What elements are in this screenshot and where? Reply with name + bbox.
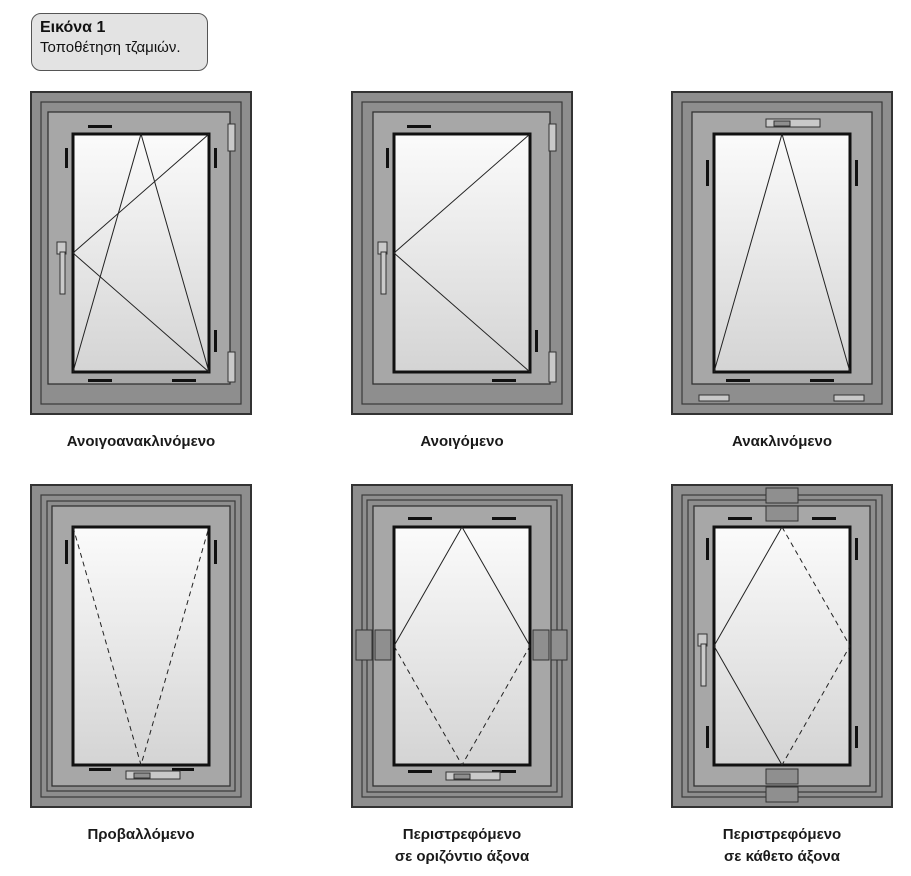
gasket-slot — [706, 538, 709, 560]
frame-inner-edge — [361, 101, 563, 405]
handle-lever-icon — [380, 251, 387, 295]
label-horizontal-pivot-line1: Περιστρεφόμενο — [403, 826, 521, 843]
gasket-slot — [706, 160, 709, 186]
gasket-slot — [492, 517, 516, 520]
window-side-hung — [351, 91, 573, 415]
handle-icon — [125, 770, 181, 780]
opening-lines — [393, 133, 531, 373]
gasket-slot — [855, 726, 858, 748]
hinge — [227, 123, 236, 152]
gasket-slot — [855, 160, 858, 186]
window-vertical-pivot — [671, 484, 893, 808]
label-bottom-hung: Ανακλινόμενο — [732, 433, 832, 450]
opening-lines — [72, 132, 210, 373]
pivot-hinge — [765, 487, 799, 504]
gasket-slot — [408, 770, 432, 773]
handle-lever-icon — [59, 251, 66, 295]
gasket-slot — [407, 125, 431, 128]
window-top-hung — [30, 484, 252, 808]
pivot-hinge — [550, 629, 568, 661]
window-bottom-hung — [671, 91, 893, 415]
pivot-hinge — [765, 768, 799, 785]
gasket-slot — [214, 540, 217, 564]
gasket-slot — [386, 148, 389, 168]
hinge — [548, 123, 557, 152]
label-horizontal-pivot-line2: σε οριζόντιο άξονα — [395, 848, 530, 865]
handle-lever-icon — [700, 643, 707, 687]
handle-icon — [445, 771, 501, 781]
gasket-slot — [214, 330, 217, 352]
opening-lines — [393, 525, 531, 767]
glass-pane — [712, 132, 852, 374]
gasket-slot — [65, 148, 68, 168]
label-tilt-turn: Ανοιγοανακλινόμενο — [67, 433, 215, 450]
glass-pane — [392, 132, 532, 374]
gasket-slot — [172, 379, 196, 382]
hinge — [833, 394, 865, 402]
label-top-hung: Προβαλλόμενο — [87, 826, 194, 843]
frame-inner-edge — [46, 500, 236, 792]
handle-grip — [133, 772, 151, 779]
hinge — [698, 394, 730, 402]
glass-pane — [71, 525, 211, 767]
glass-pane — [71, 132, 211, 374]
glass-pane — [712, 525, 852, 767]
hinge — [227, 351, 236, 383]
gasket-slot — [492, 379, 516, 382]
gasket-slot — [88, 125, 112, 128]
pivot-hinge — [765, 505, 799, 522]
figure-title: Εικόνα 1 — [40, 19, 106, 36]
gasket-slot — [810, 379, 834, 382]
pivot-hinge — [532, 629, 550, 661]
gasket-slot — [706, 726, 709, 748]
glass-pane — [392, 525, 532, 767]
gasket-slot — [172, 768, 194, 771]
gasket-slot — [492, 770, 516, 773]
gasket-slot — [408, 517, 432, 520]
gasket-slot — [214, 148, 217, 168]
gasket-slot — [855, 538, 858, 560]
gasket-slot — [535, 330, 538, 352]
handle-grip — [453, 773, 471, 780]
gasket-slot — [65, 540, 68, 564]
window-horizontal-pivot — [351, 484, 573, 808]
gasket-slot — [88, 379, 112, 382]
opening-lines — [713, 526, 851, 766]
opening-lines — [713, 132, 851, 373]
pivot-hinge — [374, 629, 392, 661]
gasket-slot — [812, 517, 836, 520]
frame-inner-edge — [40, 101, 242, 405]
window-tilt-turn — [30, 91, 252, 415]
pivot-hinge — [355, 629, 373, 661]
frame-inner-edge — [681, 101, 883, 405]
label-side-hung: Ανοιγόμενο — [420, 433, 503, 450]
opening-lines — [72, 526, 210, 767]
label-vertical-pivot-line2: σε κάθετο άξονα — [724, 848, 841, 865]
gasket-slot — [89, 768, 111, 771]
handle-icon — [765, 118, 821, 128]
gasket-slot — [726, 379, 750, 382]
pivot-hinge — [765, 786, 799, 803]
label-vertical-pivot-line1: Περιστρεφόμενο — [723, 826, 841, 843]
handle-grip — [773, 120, 791, 127]
gasket-slot — [728, 517, 752, 520]
figure-subtitle: Τοποθέτηση τζαμιών. — [40, 39, 181, 56]
hinge — [548, 351, 557, 383]
frame-inner-edge — [40, 494, 242, 798]
figure-caption-box: Εικόνα 1 Τοποθέτηση τζαμιών. — [31, 13, 208, 71]
